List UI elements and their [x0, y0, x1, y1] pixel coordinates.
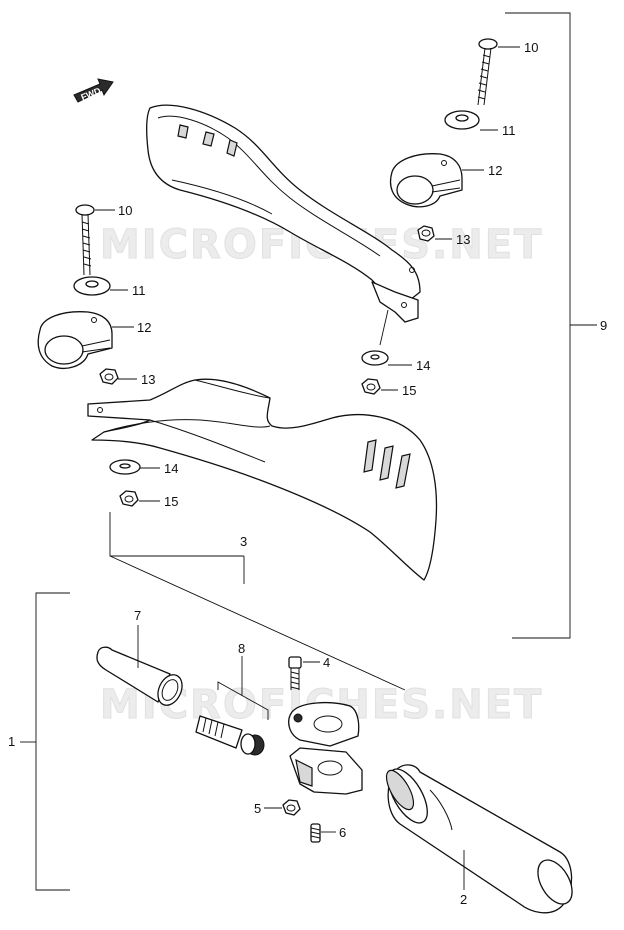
callout-13-left: 13 [141, 372, 155, 387]
nut-13-right [417, 225, 435, 242]
nut-5 [282, 799, 301, 816]
adjuster-8 [195, 715, 265, 756]
callout-7: 7 [134, 608, 141, 623]
callout-15-left: 15 [164, 494, 178, 509]
callout-4: 4 [323, 655, 330, 670]
nut-15-left [119, 490, 139, 507]
callout-2: 2 [460, 892, 467, 907]
callout-11-right: 11 [502, 123, 516, 138]
callout-10-right: 10 [524, 40, 538, 55]
hand-guard-upper [146, 104, 421, 323]
hand-guard-lower [87, 378, 438, 581]
callout-6: 6 [339, 825, 346, 840]
callout-14-right: 14 [416, 358, 430, 373]
callout-10-left: 10 [118, 203, 132, 218]
fwd-arrow-icon: FWD [73, 78, 114, 103]
callout-15-right: 15 [402, 383, 416, 398]
bolt-10-right [477, 38, 498, 106]
callout-1: 1 [8, 734, 15, 749]
clamp-12-right [389, 153, 463, 208]
callout-13-right: 13 [456, 232, 470, 247]
clamp-12-left [37, 311, 113, 369]
nut-15-right [361, 378, 381, 395]
bracket-1 [20, 592, 70, 891]
callout-12-right: 12 [488, 163, 502, 178]
callout-12-left: 12 [137, 320, 151, 335]
washer-14-left [109, 459, 141, 475]
callout-5: 5 [254, 801, 261, 816]
grip-end-cover-7 [96, 646, 183, 706]
throttle-grip-2 [385, 764, 573, 914]
nut-13-left [99, 368, 119, 385]
fwd-label: FWD [79, 85, 102, 102]
callout-8: 8 [238, 641, 245, 656]
callout-9: 9 [600, 318, 607, 333]
screw-6 [310, 823, 321, 843]
callout-3: 3 [240, 534, 247, 549]
washer-11-right [444, 110, 480, 130]
callout-11-left: 11 [132, 283, 146, 298]
bolt-10-left [75, 204, 95, 276]
bracket-9 [505, 12, 597, 639]
washer-14-right [361, 350, 389, 366]
bolt-4 [288, 656, 302, 690]
throttle-housing-clamp [288, 701, 363, 795]
callout-14-left: 14 [164, 461, 178, 476]
bracket-3 [109, 512, 406, 691]
washer-11-left [73, 276, 111, 296]
